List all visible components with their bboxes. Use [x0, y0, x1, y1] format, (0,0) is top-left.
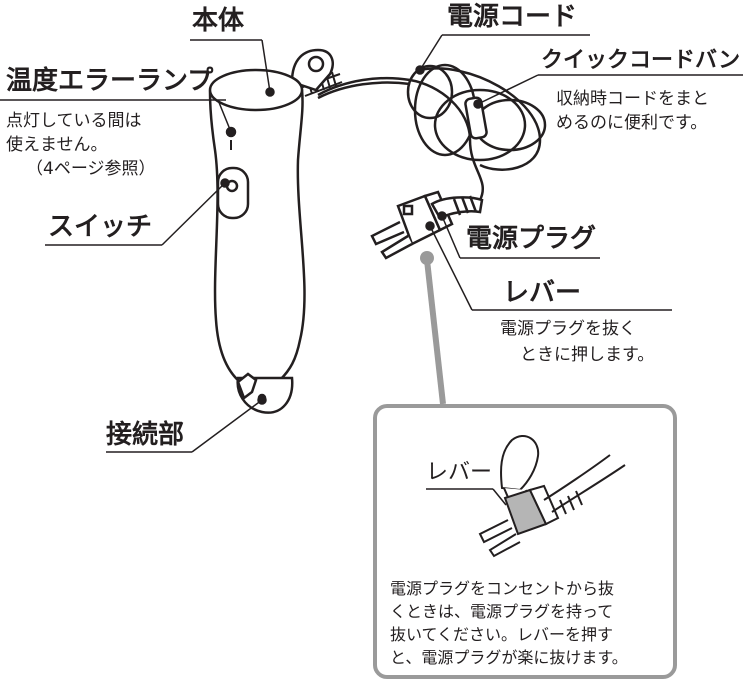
- label-switch: スイッチ: [48, 212, 153, 242]
- hanging-loop-drawing: [290, 48, 334, 92]
- inset-note-4: と、電源プラグが楽に抜けます。: [390, 648, 628, 667]
- desc-temp-error-lamp-1: 点灯している間は: [6, 111, 142, 131]
- label-power-cord: 電源コード: [447, 2, 578, 32]
- label-power-plug: 電源プラグ: [466, 224, 597, 254]
- desc-lever-1: 電源プラグを抜く: [500, 319, 636, 339]
- desc-temp-error-lamp-2: 使えません。: [6, 135, 108, 155]
- desc-quick-cord-band-1: 収納時コードをまと: [556, 89, 709, 109]
- label-quick-cord-band: クイックコードバンド: [541, 48, 744, 73]
- callout-connector: [420, 251, 446, 405]
- inset-note-2: くときは、電源プラグを持って: [390, 602, 614, 621]
- desc-lever-2: ときに押します。: [520, 345, 655, 365]
- label-temp-error-lamp: 温度エラーランプ: [6, 66, 214, 96]
- quick-cord-band-drawing: [464, 96, 488, 140]
- desc-temp-error-lamp-3: （4ページ参照）: [26, 159, 156, 179]
- label-lever: レバー: [503, 278, 582, 308]
- label-body: 本体: [192, 6, 245, 36]
- label-connector: 接続部: [106, 420, 185, 450]
- inset-note-1: 電源プラグをコンセントから抜: [390, 579, 615, 598]
- inset-label-lever: レバー: [426, 460, 493, 485]
- inset-note-3: 抜いてください。レバーを押す: [390, 625, 614, 644]
- leader-lines: [0, 34, 743, 453]
- desc-quick-cord-band-2: めるのに便利です。: [556, 113, 708, 133]
- main-body-drawing: [208, 68, 306, 414]
